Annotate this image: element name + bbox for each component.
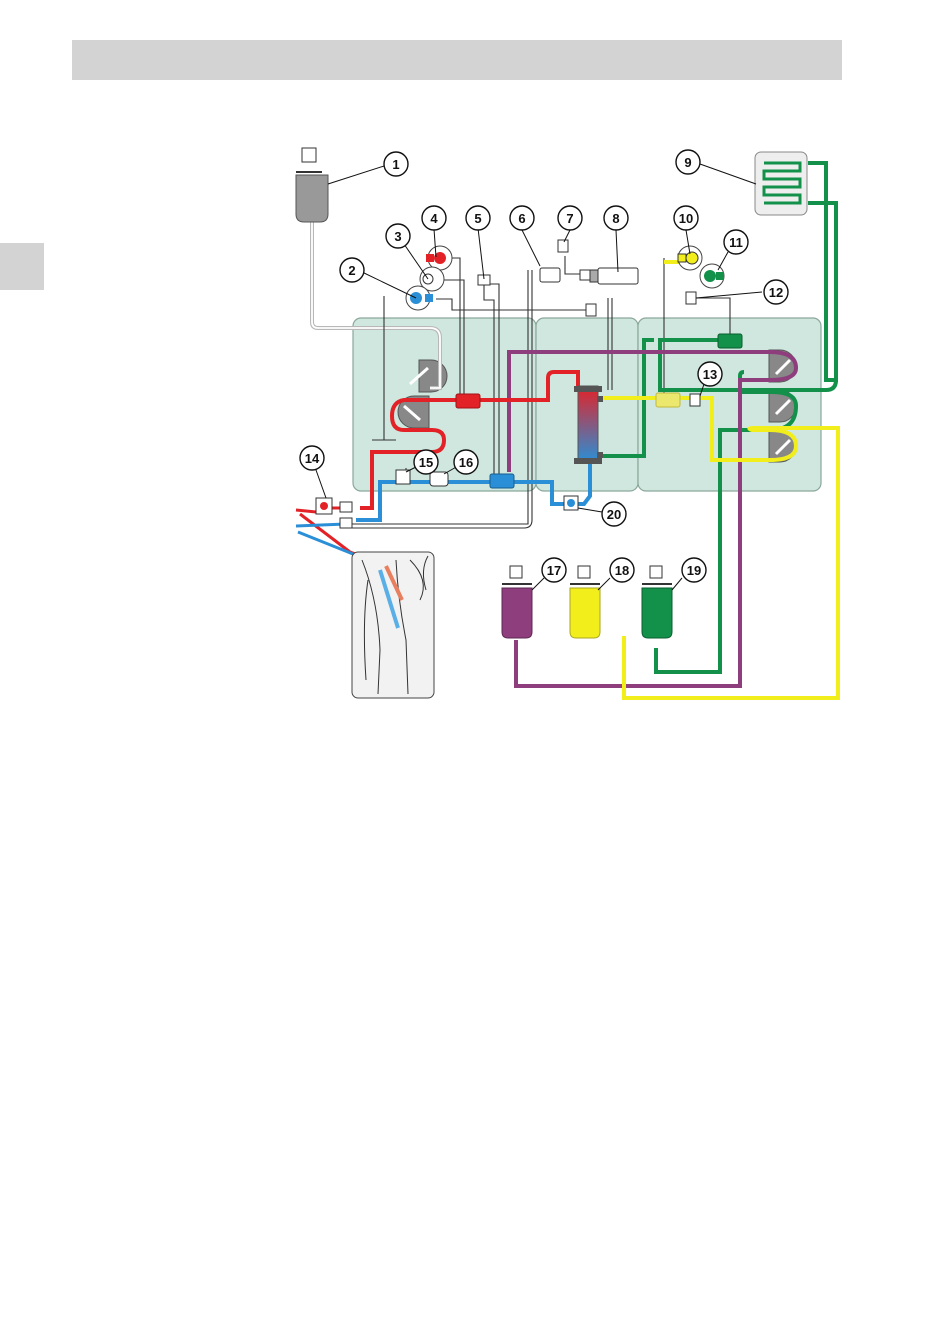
svg-text:13: 13: [703, 367, 717, 382]
callout-3: 3: [386, 224, 410, 248]
replacement-pressure-pod: [718, 334, 742, 348]
callout-15: 15: [414, 450, 438, 474]
svg-text:1: 1: [392, 157, 399, 172]
svg-text:8: 8: [612, 211, 619, 226]
callout-6: 6: [510, 206, 534, 230]
svg-text:14: 14: [305, 451, 320, 466]
svg-text:18: 18: [615, 563, 629, 578]
pre-bag: [296, 148, 328, 222]
callout-5: 5: [466, 206, 490, 230]
air-detector: [396, 470, 410, 484]
svg-text:5: 5: [474, 211, 481, 226]
patient-illustration: [352, 552, 434, 698]
callout-18: 18: [610, 558, 634, 582]
replacement-bag: [642, 566, 672, 638]
callout-8: 8: [604, 206, 628, 230]
callout-14: 14: [300, 446, 324, 470]
callout-7: 7: [558, 206, 582, 230]
callout-4: 4: [422, 206, 446, 230]
callout-16: 16: [454, 450, 478, 474]
callout-1: 1: [384, 152, 408, 176]
callout-11: 11: [724, 230, 748, 254]
callout-10: 10: [674, 206, 698, 230]
venous-pressure-pod: [490, 474, 514, 488]
svg-text:7: 7: [566, 211, 573, 226]
callout-13: 13: [698, 362, 722, 386]
venous-clamp: [430, 472, 448, 486]
svg-text:4: 4: [430, 211, 438, 226]
svg-text:10: 10: [679, 211, 693, 226]
heparin-sensor: [540, 268, 560, 282]
svg-text:20: 20: [607, 507, 621, 522]
svg-text:9: 9: [684, 155, 691, 170]
svg-text:19: 19: [687, 563, 701, 578]
svg-text:3: 3: [394, 229, 401, 244]
svg-text:12: 12: [769, 285, 783, 300]
callout-12: 12: [764, 280, 788, 304]
svg-text:6: 6: [518, 211, 525, 226]
callout-19: 19: [682, 558, 706, 582]
arterial-pressure-pod: [456, 394, 480, 408]
dialysate-pressure-pod: [656, 393, 680, 407]
svg-text:16: 16: [459, 455, 473, 470]
dialysate-bag: [570, 566, 600, 638]
callout-17: 17: [542, 558, 566, 582]
effluent-bag: [502, 566, 532, 638]
svg-text:11: 11: [729, 235, 743, 250]
svg-text:15: 15: [419, 455, 433, 470]
warmer: [755, 152, 807, 215]
pressure-transducers: [406, 246, 724, 310]
callout-20: 20: [602, 502, 626, 526]
svg-text:2: 2: [348, 263, 355, 278]
callout-9: 9: [676, 150, 700, 174]
heparin-connector: [558, 240, 568, 252]
top-components: [478, 240, 696, 316]
blood-leak-detector: [690, 394, 700, 406]
connector-12: [686, 292, 696, 304]
callout-2: 2: [340, 258, 364, 282]
svg-text:17: 17: [547, 563, 561, 578]
